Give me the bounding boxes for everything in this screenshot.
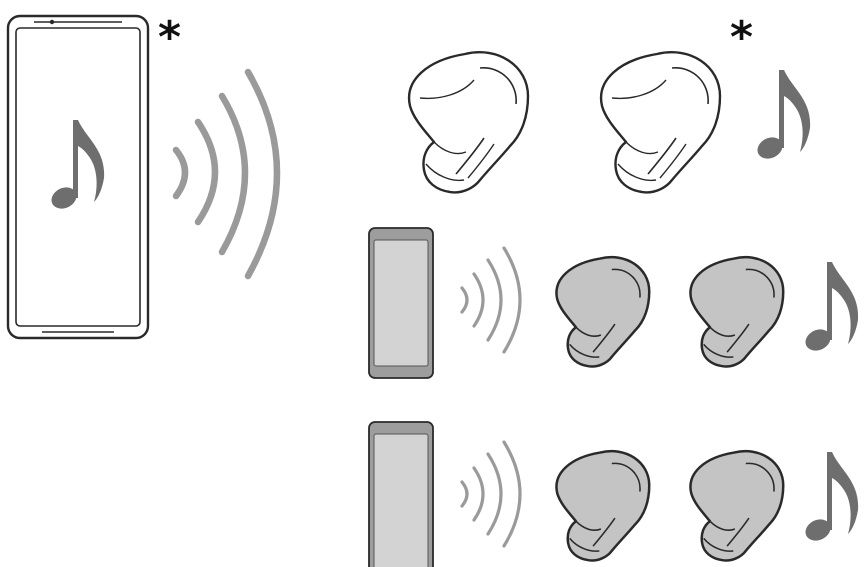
wireless-signal-icon: [176, 72, 277, 276]
earbud-icon: [556, 257, 649, 366]
earbud-icon: [601, 52, 720, 192]
phone-asterisk: *: [158, 12, 181, 63]
music-note-icon: [802, 262, 858, 355]
earbud-icon: [690, 257, 783, 366]
wireless-signal-icon: [462, 442, 520, 546]
music-note-icon: [802, 452, 858, 545]
earbud-icon: [409, 52, 528, 192]
earbud-icon: [690, 451, 783, 560]
music-note-icon: [754, 70, 810, 163]
earbud-asterisk: *: [730, 12, 753, 63]
wireless-signal-icon: [462, 248, 520, 352]
earbud-icon: [556, 451, 649, 560]
smartphone-icon: [369, 422, 433, 567]
smartphone-icon: [369, 228, 433, 378]
